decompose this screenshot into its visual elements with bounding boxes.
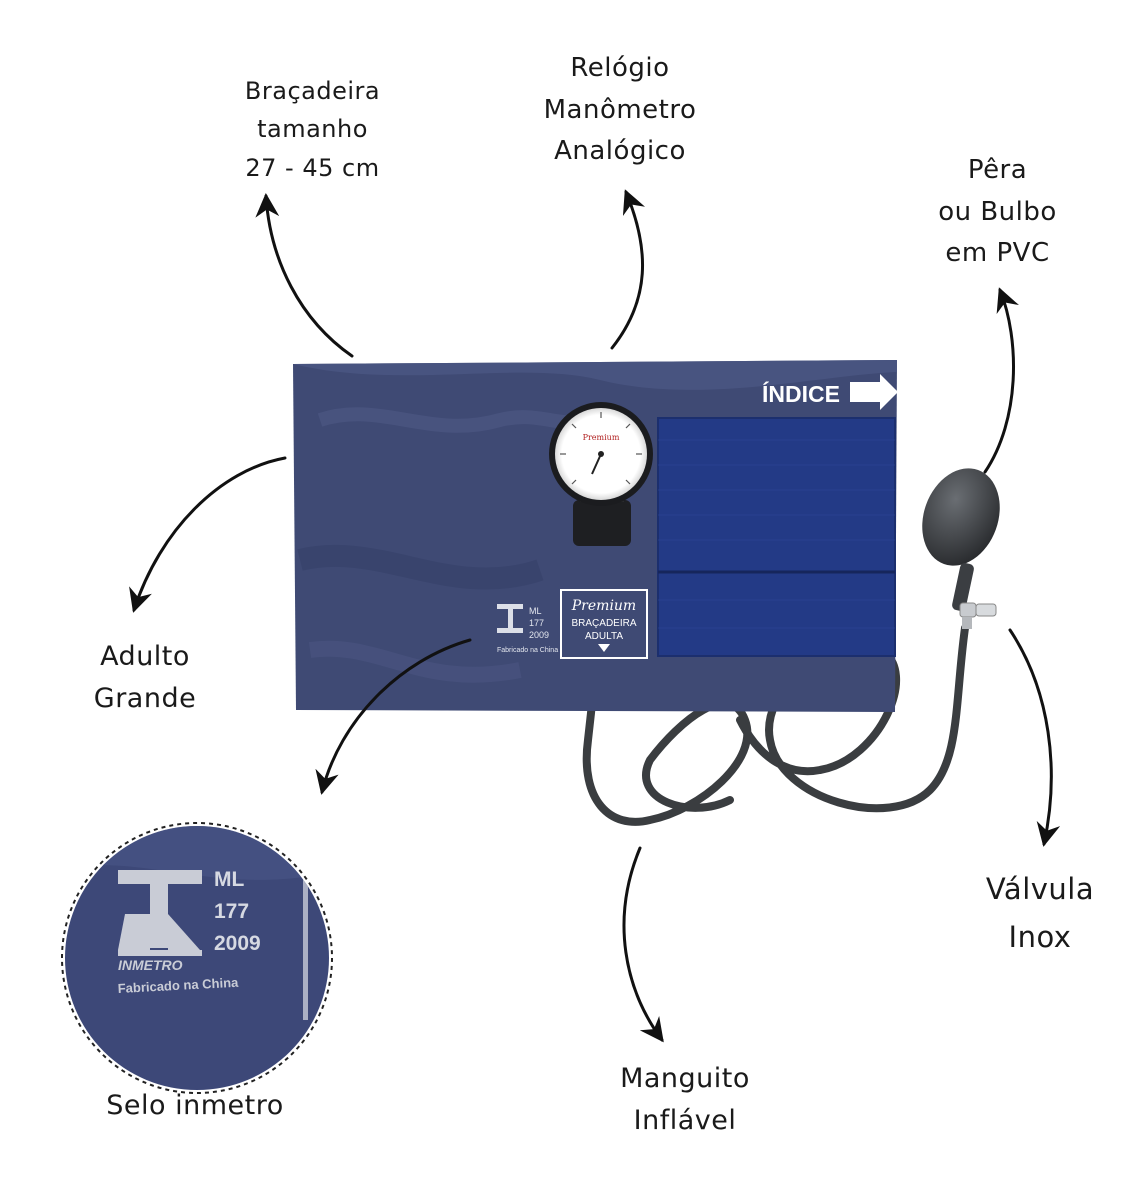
annotation-arrows — [129, 189, 1061, 1043]
label-pera-line: Pêra — [967, 155, 1028, 185]
arrow-bracadeira — [255, 193, 354, 358]
label-pera-line: em PVC — [945, 238, 1050, 269]
inflation-bulb — [922, 468, 1000, 629]
label-relogio-line: Relógio — [570, 53, 670, 83]
label-relogio: Relógio Manômetro Analógico — [520, 48, 720, 173]
label-manguito: Manguito Inflável — [595, 1058, 775, 1142]
arrow-manguito — [622, 846, 664, 1043]
label-valvula-line: Válvula — [985, 872, 1095, 906]
arrow-selo — [315, 638, 472, 795]
label-bracadeira-line: tamanho — [257, 115, 368, 144]
valve-screw — [975, 603, 997, 617]
zoom-code-2: 177 — [214, 900, 249, 923]
svg-text:Premium: Premium — [583, 433, 620, 442]
premium-down-arrow-icon — [598, 644, 610, 652]
label-adulto-line: Grande — [93, 682, 197, 714]
seal-small-2: 177 — [529, 618, 544, 628]
arrow-pera — [983, 287, 1019, 474]
manometer-gauge: Premium — [549, 402, 653, 546]
label-valvula: Válvula Inox — [960, 866, 1120, 962]
zoom-code-3: 2009 — [214, 932, 261, 955]
label-bracadeira-line: 27 - 45 cm — [245, 153, 380, 182]
label-selo: Selo inmetro — [80, 1085, 310, 1127]
inmetro-zoom-circle: ML 177 2009 INMETRO Fabricado na China — [61, 822, 333, 1094]
velcro-panel — [658, 418, 895, 656]
premium-line-2: BRAÇADEIRA — [571, 618, 636, 629]
index-arrow-icon — [850, 374, 898, 410]
seal-small-1: ML — [529, 606, 542, 616]
zoom-footer: Fabricado na China — [117, 975, 239, 996]
label-bracadeira-line: Braçadeira — [244, 77, 381, 105]
arrow-relogio — [610, 189, 646, 350]
label-pera: Pêra ou Bulbo em PVC — [925, 150, 1070, 275]
label-manguito-line: Manguito — [620, 1063, 750, 1094]
seal-small-3: 2009 — [529, 630, 549, 640]
inmetro-seal-small — [497, 604, 523, 633]
zoom-brand: INMETRO — [118, 957, 183, 973]
zoom-code-1: ML — [214, 868, 244, 891]
premium-line-1: Premium — [571, 598, 636, 614]
label-selo-line: Selo inmetro — [106, 1090, 284, 1121]
label-pera-line: ou Bulbo — [938, 196, 1057, 227]
premium-label-box — [560, 589, 648, 659]
label-relogio-line: Analógico — [554, 136, 686, 167]
label-bracadeira: Braçadeira tamanho 27 - 45 cm — [210, 72, 415, 187]
label-adulto: Adulto Grande — [70, 636, 220, 720]
premium-line-3: ADULTA — [585, 631, 623, 642]
seal-small-footer: Fabricado na China — [497, 647, 558, 654]
arrow-adulto — [129, 456, 287, 613]
indice-label: ÍNDICE — [762, 380, 840, 407]
label-adulto-line: Adulto — [100, 641, 190, 672]
label-relogio-line: Manômetro — [543, 94, 697, 125]
arrow-valvula — [1008, 628, 1061, 847]
label-manguito-line: Inflável — [633, 1104, 737, 1136]
label-valvula-line: Inox — [1008, 919, 1072, 954]
